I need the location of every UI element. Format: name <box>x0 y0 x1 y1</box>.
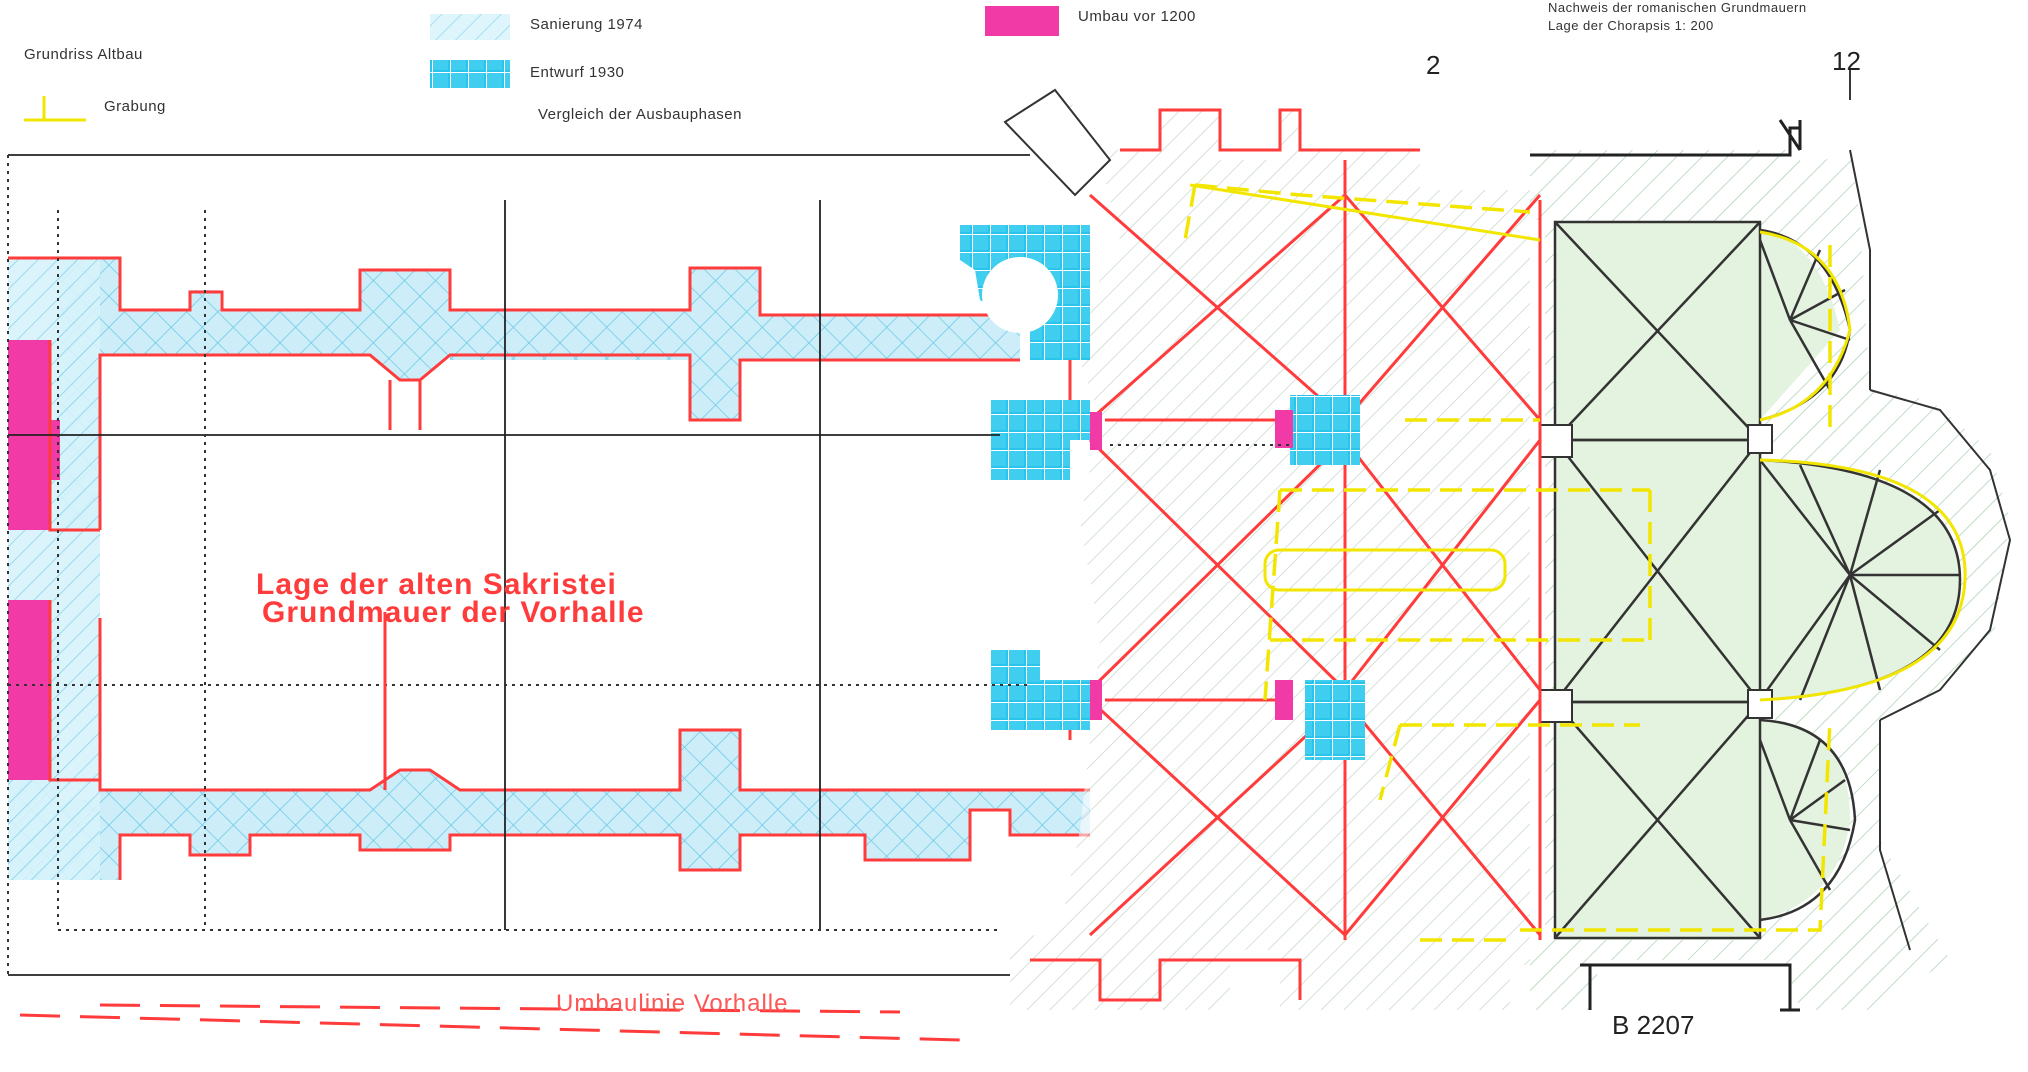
yellow-solid <box>1189 183 1967 702</box>
nave-red-outline <box>8 256 1090 880</box>
choir-vault-ribs <box>1553 220 1962 940</box>
legend-label-magenta: Umbau vor 1200 <box>1078 8 1196 25</box>
red-dashed <box>19 1003 961 1042</box>
magenta-middle <box>1090 410 1293 720</box>
grid-label-12: 12 <box>1832 46 1861 76</box>
dotted-lines <box>7 155 1290 975</box>
bottom-red-label: Umbaulinie Vorhalle <box>556 990 789 1017</box>
red-annotation-line-2: Grundmauer der Vorhalle <box>262 596 645 629</box>
legend-swatch-magenta <box>985 6 1059 36</box>
legend-swatch-yellow <box>24 96 46 122</box>
drawing-code: B 2207 <box>1612 1010 1695 1040</box>
choir-pillars <box>1539 424 1773 723</box>
cyan-blocks <box>960 225 1365 760</box>
tower-diagonal <box>1003 88 1112 197</box>
yellow-excavation <box>1183 183 1832 942</box>
choir-vault-fill <box>1555 222 1960 940</box>
legend-label-yellow: Grabung <box>104 98 166 115</box>
legend-label-dash-black: Grundriss Altbau <box>24 46 143 63</box>
top-right-note-2: Lage der Chorapsis 1: 200 <box>1548 18 1714 33</box>
red-annotation-line-1: Lage der alten Sakristei <box>256 568 617 601</box>
legend-swatch-cyan-solid <box>430 60 510 88</box>
top-right-note-1: Nachweis der romanischen Grundmauern <box>1548 0 1807 15</box>
grid-lines <box>8 70 1851 976</box>
grid-label-2: 2 <box>1426 50 1441 80</box>
red-vault-ribs <box>1030 108 1542 1002</box>
legend-swatch-hatch-cyan <box>430 14 510 40</box>
legend-label-hatch-cyan: Sanierung 1974 <box>530 16 643 33</box>
legend <box>24 6 1059 122</box>
legend-label-cyan-solid: Entwurf 1930 <box>530 64 625 81</box>
legend-cyan-subnote: Vergleich der Ausbauphasen <box>538 106 742 123</box>
